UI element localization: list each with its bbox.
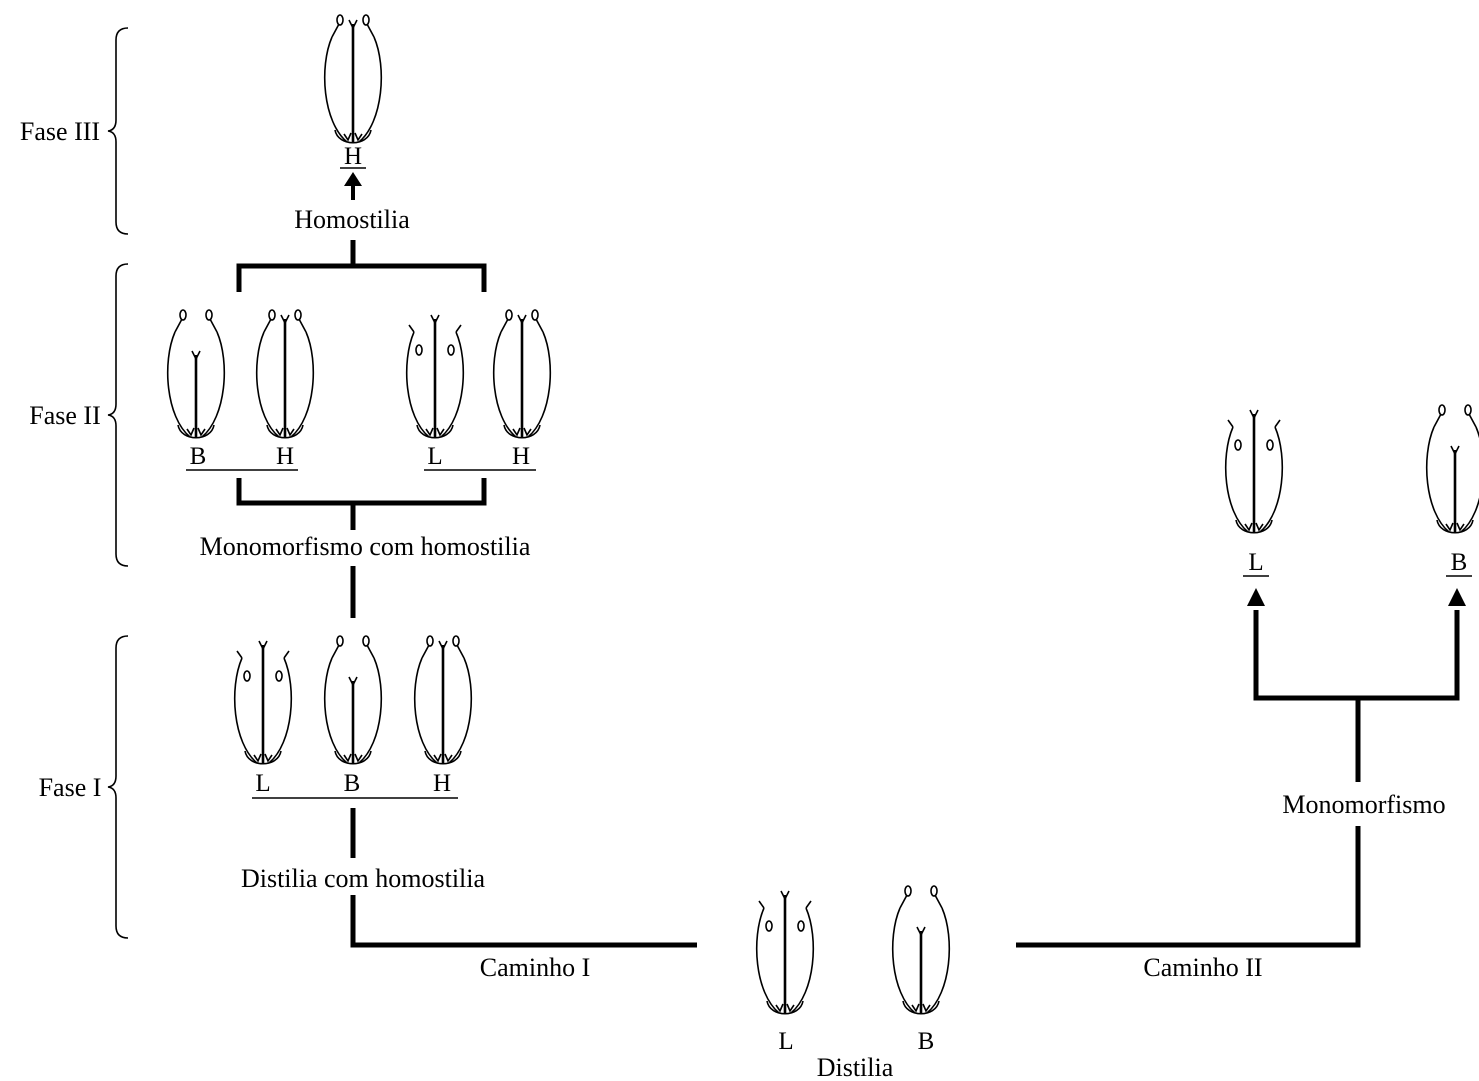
homostilia-label: Homostilia bbox=[294, 205, 410, 234]
distilia-homostilia-label: Distilia com homostilia bbox=[241, 864, 486, 893]
path2-label: Caminho II bbox=[1143, 953, 1262, 982]
phase1-brace bbox=[107, 635, 129, 939]
phase2-bottom-bracket bbox=[236, 478, 487, 506]
mono-short-styled-flower bbox=[1425, 403, 1479, 535]
phase1-morph-h: H bbox=[433, 770, 451, 797]
distilia-short-styled-flower bbox=[891, 884, 951, 1016]
phase3-homostylous-flower bbox=[323, 13, 383, 145]
path1-label: Caminho I bbox=[480, 953, 591, 982]
phase1-morph-l: L bbox=[255, 770, 270, 797]
path2-line bbox=[1016, 826, 1361, 948]
phase2-brace bbox=[107, 263, 129, 567]
mono-left-arrow-head bbox=[1247, 588, 1265, 606]
phase3-brace bbox=[107, 27, 129, 235]
phase2-morph-l: L bbox=[427, 443, 442, 470]
mono-long-styled-flower bbox=[1224, 408, 1284, 535]
phase2-label: Fase II bbox=[29, 401, 100, 430]
phase2-homostylous-flower-1 bbox=[255, 308, 315, 440]
phase1-morph-b: B bbox=[344, 770, 361, 797]
mono-morph-l: L bbox=[1248, 549, 1263, 576]
phase3-arrow-head bbox=[344, 172, 362, 186]
phase2-top-bracket bbox=[236, 263, 487, 292]
phase2-homostylous-flower-2 bbox=[492, 308, 552, 440]
phase1-short-styled-flower bbox=[323, 634, 383, 766]
distilia-long-styled-flower bbox=[755, 889, 815, 1016]
phase2-short-styled-flower bbox=[166, 308, 226, 440]
path1-line bbox=[350, 895, 697, 948]
phase1-long-styled-flower bbox=[233, 639, 293, 766]
phase2-morph-h2: H bbox=[512, 443, 530, 470]
monomorfismo-bracket bbox=[1253, 610, 1460, 701]
phase2-long-styled-flower bbox=[405, 313, 465, 440]
distilia-morph-b: B bbox=[918, 1028, 935, 1055]
mono-right-arrow-head bbox=[1448, 588, 1466, 606]
phase2-morph-b: B bbox=[190, 443, 207, 470]
phase2-morph-h1: H bbox=[276, 443, 294, 470]
phase1-homostylous-flower bbox=[413, 634, 473, 766]
distilia-morph-l: L bbox=[778, 1028, 793, 1055]
phase1-label: Fase I bbox=[39, 773, 102, 802]
phase3-label: Fase III bbox=[20, 117, 100, 146]
distilia-label: Distilia bbox=[817, 1053, 894, 1081]
phase3-morph-h: H bbox=[344, 143, 362, 170]
monomorfismo-homostilia-label: Monomorfismo com homostilia bbox=[200, 532, 531, 561]
mono-morph-b: B bbox=[1451, 549, 1468, 576]
monomorfismo-label: Monomorfismo bbox=[1282, 790, 1445, 819]
